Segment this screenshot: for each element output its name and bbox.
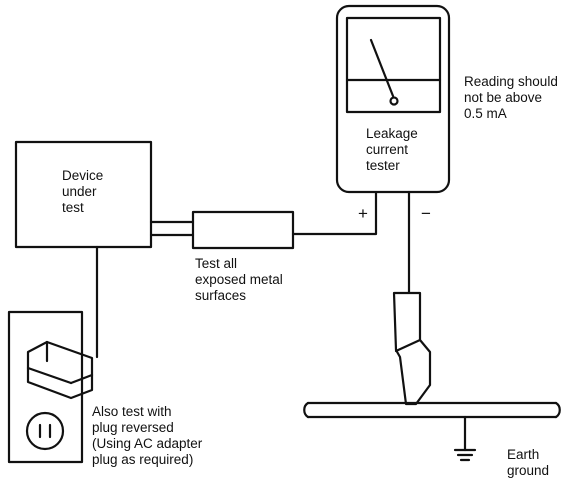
needle-pivot	[389, 96, 399, 106]
probe-note: Test all exposed metal surfaces	[195, 256, 283, 303]
rod-end-left	[303, 401, 310, 419]
outlet-receptacle	[25, 411, 65, 451]
plus-sign: +	[358, 204, 368, 223]
ground-clip	[392, 291, 432, 406]
test-probe	[191, 210, 295, 250]
reading-note: Reading should not be above 0.5 mA	[464, 74, 558, 121]
device-box	[14, 140, 153, 249]
minus-sign: −	[421, 204, 431, 223]
tester-body	[335, 4, 451, 194]
rod-end-right	[554, 401, 561, 419]
tester-label: Leakage current tester	[366, 126, 418, 173]
ground-note: Earth ground	[507, 447, 550, 478]
wall-plate	[7, 310, 84, 464]
device-label: Device under test	[62, 168, 104, 215]
meter-window	[345, 16, 442, 114]
positive-lead	[291, 191, 378, 236]
plug-note: Also test with plug reversed (Using AC a…	[92, 404, 203, 467]
meter-needle	[369, 38, 395, 98]
